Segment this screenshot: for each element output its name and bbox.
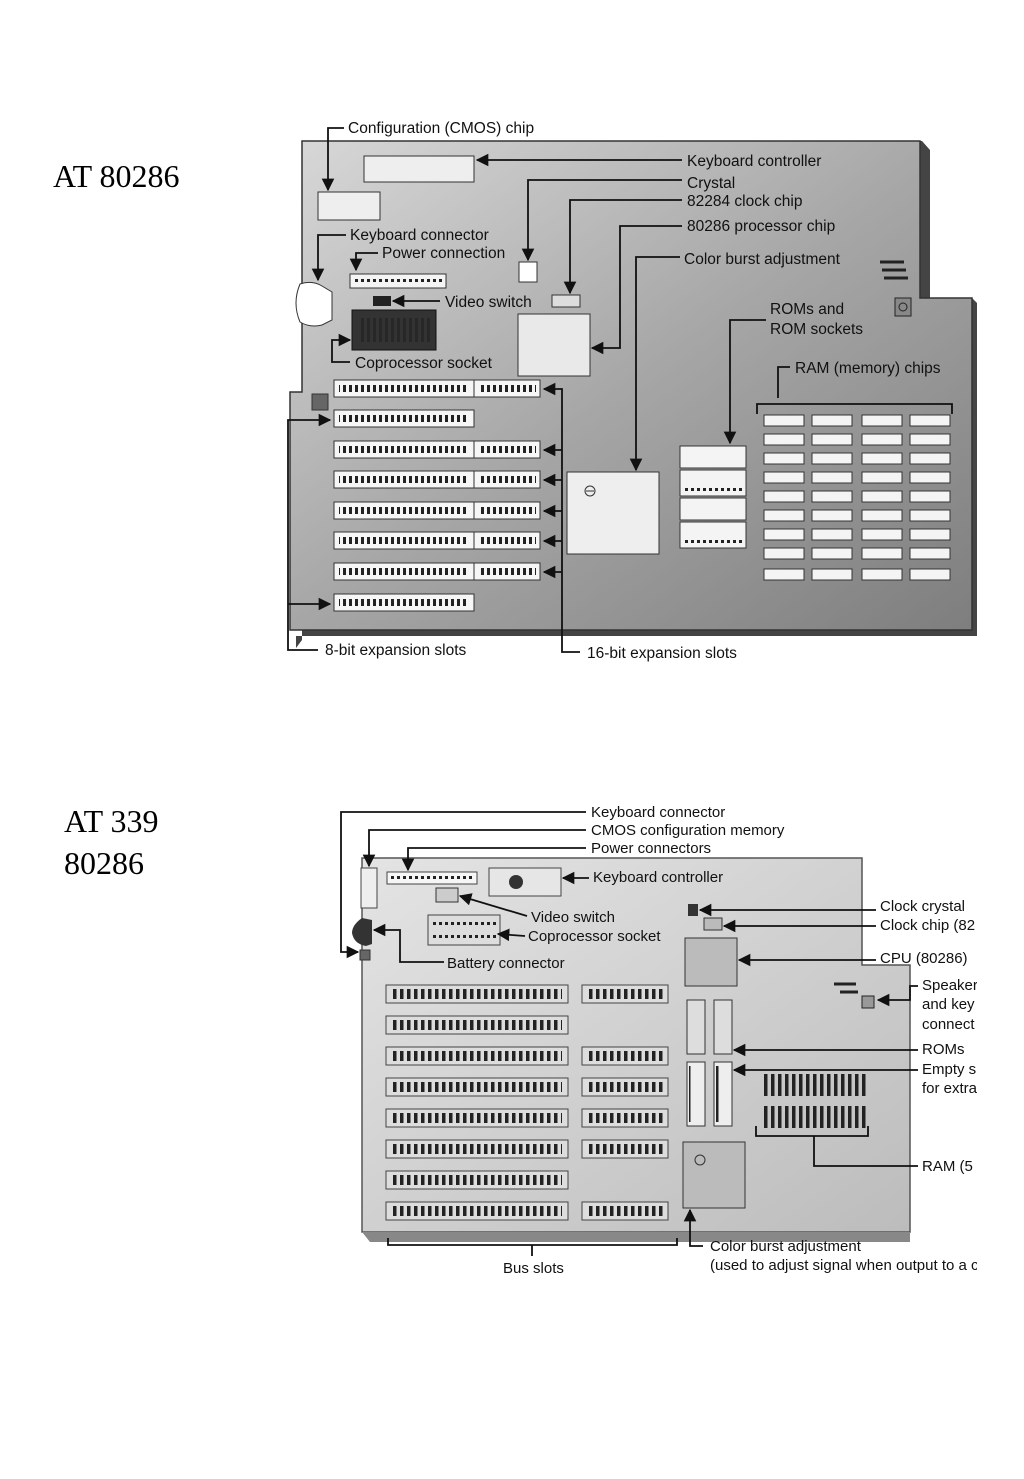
battery-connector [352, 918, 372, 946]
label-16bit-slots: 16-bit expansion slots [587, 645, 737, 662]
keyboard-connector [295, 281, 333, 327]
slot-16bit [333, 531, 541, 550]
clock-chip [551, 294, 581, 308]
keyboard-controller-chip [363, 155, 475, 183]
label-speaker-1: Speaker [922, 977, 978, 994]
slot-16bit [333, 562, 541, 581]
label-power-connectors: Power connectors [591, 840, 711, 857]
cmos-chip [317, 191, 381, 221]
label-speaker-2: and key [922, 996, 975, 1013]
rom-socket [679, 469, 747, 497]
label-crystal: Crystal [687, 175, 735, 192]
slot-16bit [333, 470, 541, 489]
label-video-switch: Video switch [445, 294, 532, 311]
slot-8bit [333, 409, 475, 428]
label-8bit-slots: 8-bit expansion slots [325, 642, 467, 659]
label-clock-chip: Clock chip (82 [880, 917, 975, 934]
video-switch [373, 296, 391, 306]
rom-chip [679, 497, 747, 521]
page-title-80286: 80286 [64, 845, 144, 881]
label-empty-sockets-2: for extra [922, 1080, 978, 1097]
label-coprocessor-socket: Coprocessor socket [355, 355, 493, 372]
bus-slot [385, 1046, 669, 1066]
bus-slot [385, 1015, 569, 1035]
label-processor-chip: 80286 processor chip [687, 218, 835, 235]
color-burst-chip [682, 1141, 746, 1209]
label-ram: RAM (5 [922, 1158, 973, 1175]
cpu-chip [684, 937, 738, 987]
speaker-connector [834, 982, 875, 1009]
label-cmos-chip: Configuration (CMOS) chip [348, 120, 534, 137]
bus-slot [385, 1170, 569, 1190]
label-bus-slots: Bus slots [503, 1260, 564, 1277]
speaker-connector [880, 260, 912, 317]
label-color-burst: Color burst adjustment [684, 251, 841, 268]
leader-lines-2 [340, 811, 918, 1256]
page-title-at-339: AT 339 [64, 803, 159, 839]
label-roms: ROMs [922, 1041, 965, 1058]
clock-chip [703, 917, 723, 931]
label-cpu: CPU (80286) [880, 950, 968, 967]
rom-chip [686, 999, 706, 1055]
label-roms-line2: ROM sockets [770, 321, 863, 338]
label-keyboard-controller: Keyboard controller [593, 869, 723, 886]
slot-16bit [333, 501, 541, 520]
diagram-1: Configuration (CMOS) chip Keyboard contr… [287, 120, 980, 662]
color-burst-adjust-icon [584, 485, 596, 497]
bus-slot [385, 1201, 669, 1221]
label-empty-sockets-1: Empty s [922, 1061, 976, 1078]
label-cmos-memory: CMOS configuration memory [591, 822, 785, 839]
label-power-connection: Power connection [382, 245, 505, 262]
label-clock-chip: 82284 clock chip [687, 193, 802, 210]
label-ram-chips: RAM (memory) chips [795, 360, 941, 377]
label-keyboard-connector: Keyboard connector [591, 804, 725, 821]
label-keyboard-connector: Keyboard connector [350, 227, 489, 244]
keyboard-controller-chip [488, 867, 562, 897]
label-clock-crystal: Clock crystal [880, 898, 965, 915]
video-switch [435, 887, 459, 903]
bus-slot [385, 984, 669, 1004]
slot-8bit [333, 593, 475, 612]
label-color-burst-1: Color burst adjustment [710, 1238, 862, 1255]
bus-slot [385, 1108, 669, 1128]
label-color-burst-2: (used to adjust signal when output to a … [710, 1257, 979, 1274]
leader-lines-1 [287, 127, 953, 653]
label-battery-connector: Battery connector [447, 955, 565, 972]
label-roms-line1: ROMs and [770, 301, 844, 318]
color-burst-chip [566, 471, 660, 555]
processor-chip [517, 313, 591, 377]
ram-chips [763, 414, 951, 581]
bus-slot [385, 1077, 669, 1097]
crystal [518, 261, 538, 283]
bus-slot [385, 1139, 669, 1159]
slot-16bit [333, 440, 541, 459]
label-video-switch: Video switch [531, 909, 615, 926]
rom-chip [713, 999, 733, 1055]
bus-slots [385, 984, 669, 1221]
rom-chip [679, 445, 747, 469]
label-speaker-3: connect [922, 1016, 975, 1033]
diagram-2: Keyboard connector CMOS configuration me… [340, 804, 979, 1277]
color-burst-adjust-icon [694, 1154, 706, 1166]
page-title-at-80286: AT 80286 [53, 158, 180, 194]
expansion-slots [333, 379, 541, 612]
ram-chips [762, 1074, 866, 1128]
label-coprocessor-socket: Coprocessor socket [528, 928, 661, 945]
slot-8bit [333, 379, 541, 398]
label-keyboard-controller: Keyboard controller [687, 153, 821, 170]
coprocessor-socket [427, 914, 501, 946]
rom-socket [679, 521, 747, 549]
clock-crystal [688, 904, 698, 916]
cmos-chip [360, 867, 378, 909]
